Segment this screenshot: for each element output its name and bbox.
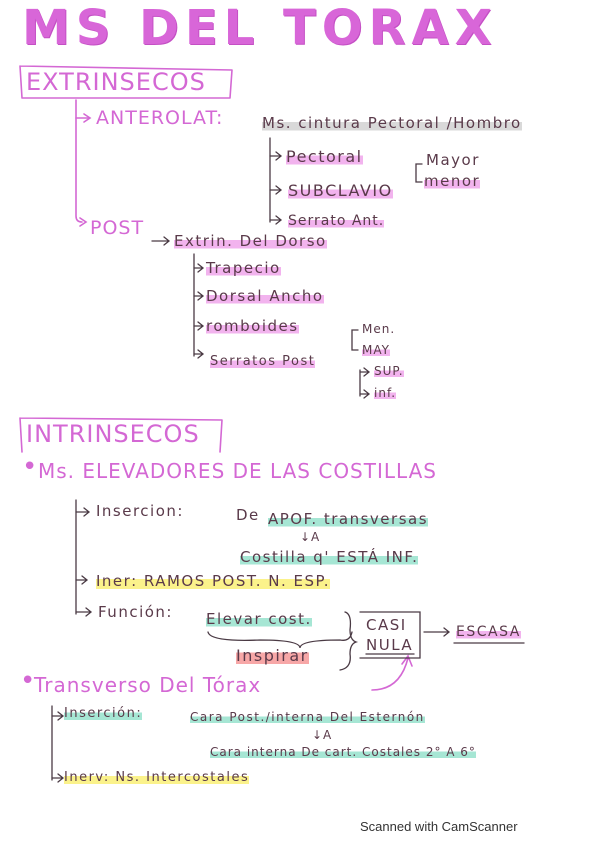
bullet-dot: • bbox=[22, 452, 38, 482]
transverso-inerv: Inerv: Ns. Intercostales bbox=[64, 770, 250, 785]
pectoral-label: Pectoral bbox=[286, 147, 363, 166]
scanner-watermark: Scanned with CamScanner bbox=[360, 819, 518, 834]
elevadores-inerv: Iner: RAMOS POST. N. ESP. bbox=[96, 572, 331, 590]
elevadores-insercion-label: Insercion: bbox=[96, 502, 184, 520]
escasa-label: ESCASA bbox=[456, 624, 521, 640]
pectoral-mayor: Mayor bbox=[426, 151, 480, 169]
trapecio-label: Trapecio bbox=[206, 259, 281, 277]
transverso-title: Transverso Del Tórax bbox=[34, 673, 262, 697]
dorsal-ancho-label: Dorsal Ancho bbox=[206, 287, 324, 305]
serratos-sup: SUP. bbox=[374, 364, 404, 378]
serratos-post-label: Serratos Post bbox=[210, 354, 316, 369]
transverso-cara-interna: Cara interna De cart. Costales 2° A 6° bbox=[210, 745, 476, 759]
casi-label: CASI bbox=[366, 616, 407, 634]
elevadores-arrow-a: ↓A bbox=[300, 530, 321, 544]
extrinsecos-heading: EXTRINSECOS bbox=[26, 68, 206, 96]
post-label: POST bbox=[90, 217, 145, 239]
romboides-label: romboides bbox=[206, 317, 299, 335]
serrato-ant-label: Serrato Ant. bbox=[288, 213, 385, 229]
anterolat-label: ANTEROLAT: bbox=[96, 107, 224, 129]
pectoral-menor: menor bbox=[424, 172, 481, 190]
romboides-may: MAY bbox=[362, 343, 390, 357]
elevadores-insercion-de: De bbox=[236, 506, 260, 524]
intrinsecos-heading: INTRINSECOS bbox=[26, 420, 200, 448]
post-desc: Extrin. Del Dorso bbox=[174, 232, 327, 250]
transverso-arrow-a: ↓A bbox=[312, 728, 333, 742]
page-title: MS DEL TORAX bbox=[22, 0, 498, 56]
elevadores-costilla: Costilla q' ESTÁ INF. bbox=[240, 548, 419, 566]
elevadores-title: Ms. ELEVADORES DE LAS COSTILLAS bbox=[38, 459, 437, 483]
transverso-insercion-label: Inserción: bbox=[64, 706, 143, 721]
elevadores-funcion-value: Elevar cost. bbox=[206, 610, 312, 628]
transverso-insercion-value: Cara Post./interna Del Esternón bbox=[190, 710, 425, 724]
romboides-men: Men. bbox=[362, 322, 396, 336]
nula-label: NULA bbox=[366, 636, 414, 654]
elevadores-insercion-value: APOF. transversas bbox=[268, 510, 429, 528]
anterolat-desc: Ms. cintura Pectoral /Hombro bbox=[262, 114, 522, 132]
subclavio-label: SUBCLAVIO bbox=[288, 181, 393, 200]
serratos-inf: inf. bbox=[374, 386, 397, 400]
elevadores-funcion-label: Función: bbox=[98, 603, 173, 621]
bullet-dot: • bbox=[20, 666, 36, 696]
elevadores-inspirar: Inspirar bbox=[236, 646, 309, 665]
